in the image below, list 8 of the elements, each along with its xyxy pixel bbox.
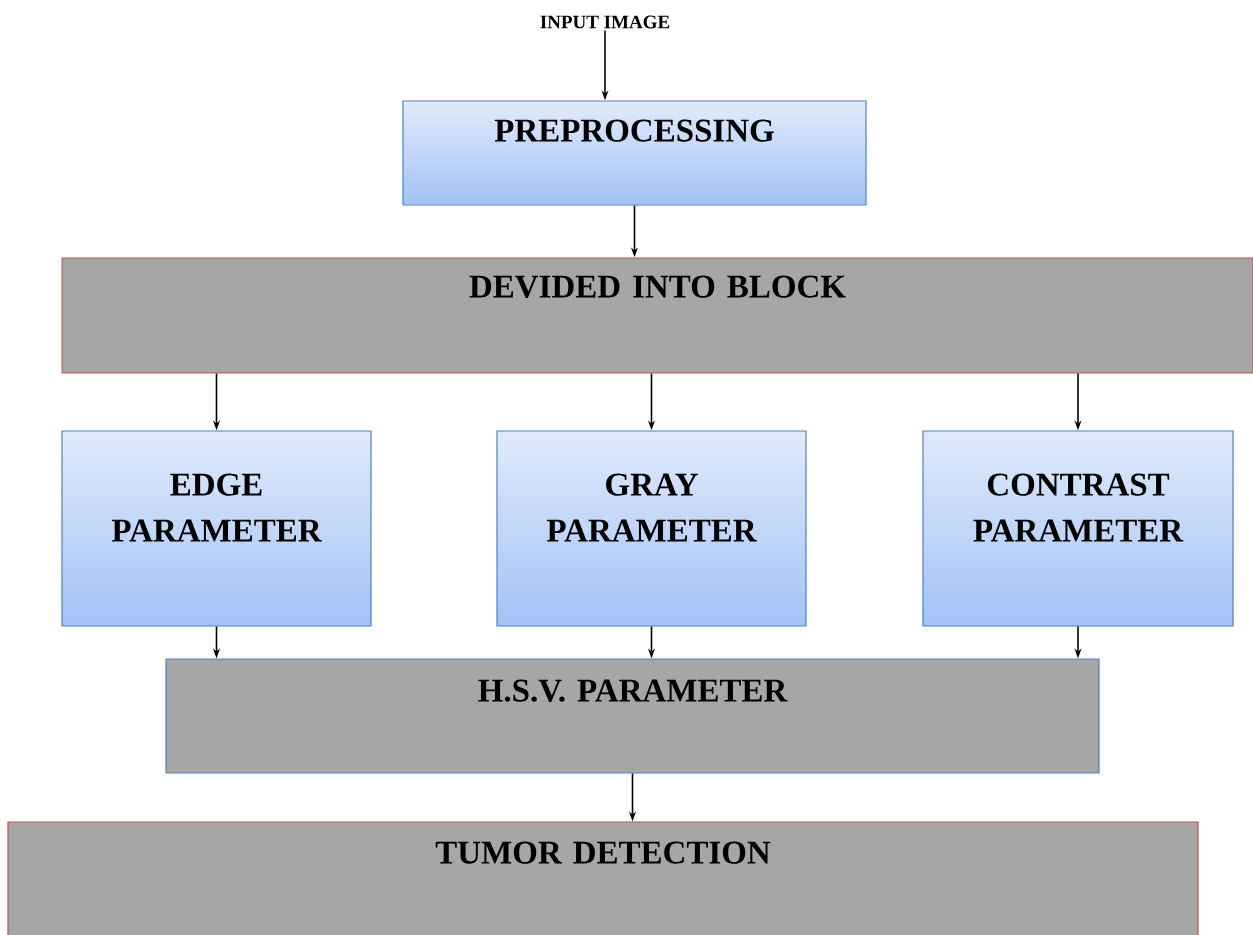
- stage-band: DEVIDED INTO BLOCK: [61, 257, 1253, 374]
- stage-band: TUMOR DETECTION: [7, 821, 1199, 935]
- process-box: GRAY PARAMETER: [496, 430, 807, 627]
- stage-band: H.S.V. PARAMETER: [165, 658, 1100, 774]
- process-box: PREPROCESSING: [402, 100, 867, 206]
- process-box: EDGE PARAMETER: [61, 430, 372, 627]
- process-box: CONTRAST PARAMETER: [922, 430, 1234, 627]
- input-label: INPUT IMAGE: [540, 15, 670, 29]
